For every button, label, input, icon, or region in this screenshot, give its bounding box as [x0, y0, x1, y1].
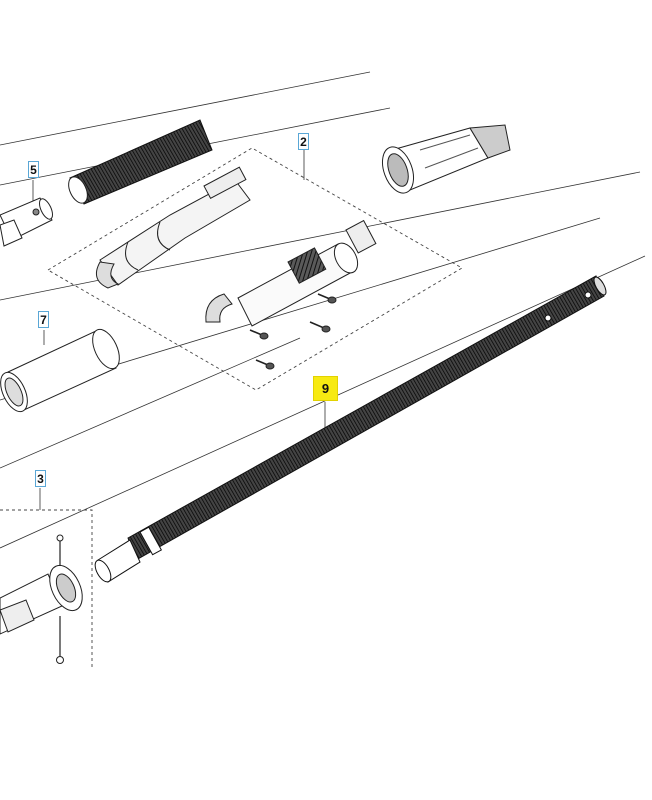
part-2-clamp-assembly — [95, 166, 377, 370]
part-5-coupling — [0, 197, 53, 247]
callout-part-5[interactable]: 5 — [28, 161, 39, 178]
callout-part-7[interactable]: 7 — [38, 311, 49, 328]
group-box-part-2 — [47, 147, 463, 391]
group-box-part-3 — [0, 509, 93, 668]
clamp-screws — [249, 293, 337, 370]
callout-part-9-highlighted[interactable]: 9 — [313, 376, 338, 401]
callout-part-2[interactable]: 2 — [298, 133, 309, 150]
callout-part-3[interactable]: 3 — [35, 470, 46, 487]
part-3-fitting — [0, 534, 83, 664]
upper-shaft-knurled — [68, 119, 213, 205]
part-7-sleeve — [0, 328, 120, 413]
grip-handle — [381, 124, 511, 194]
part-9-drive-shaft — [94, 275, 607, 583]
